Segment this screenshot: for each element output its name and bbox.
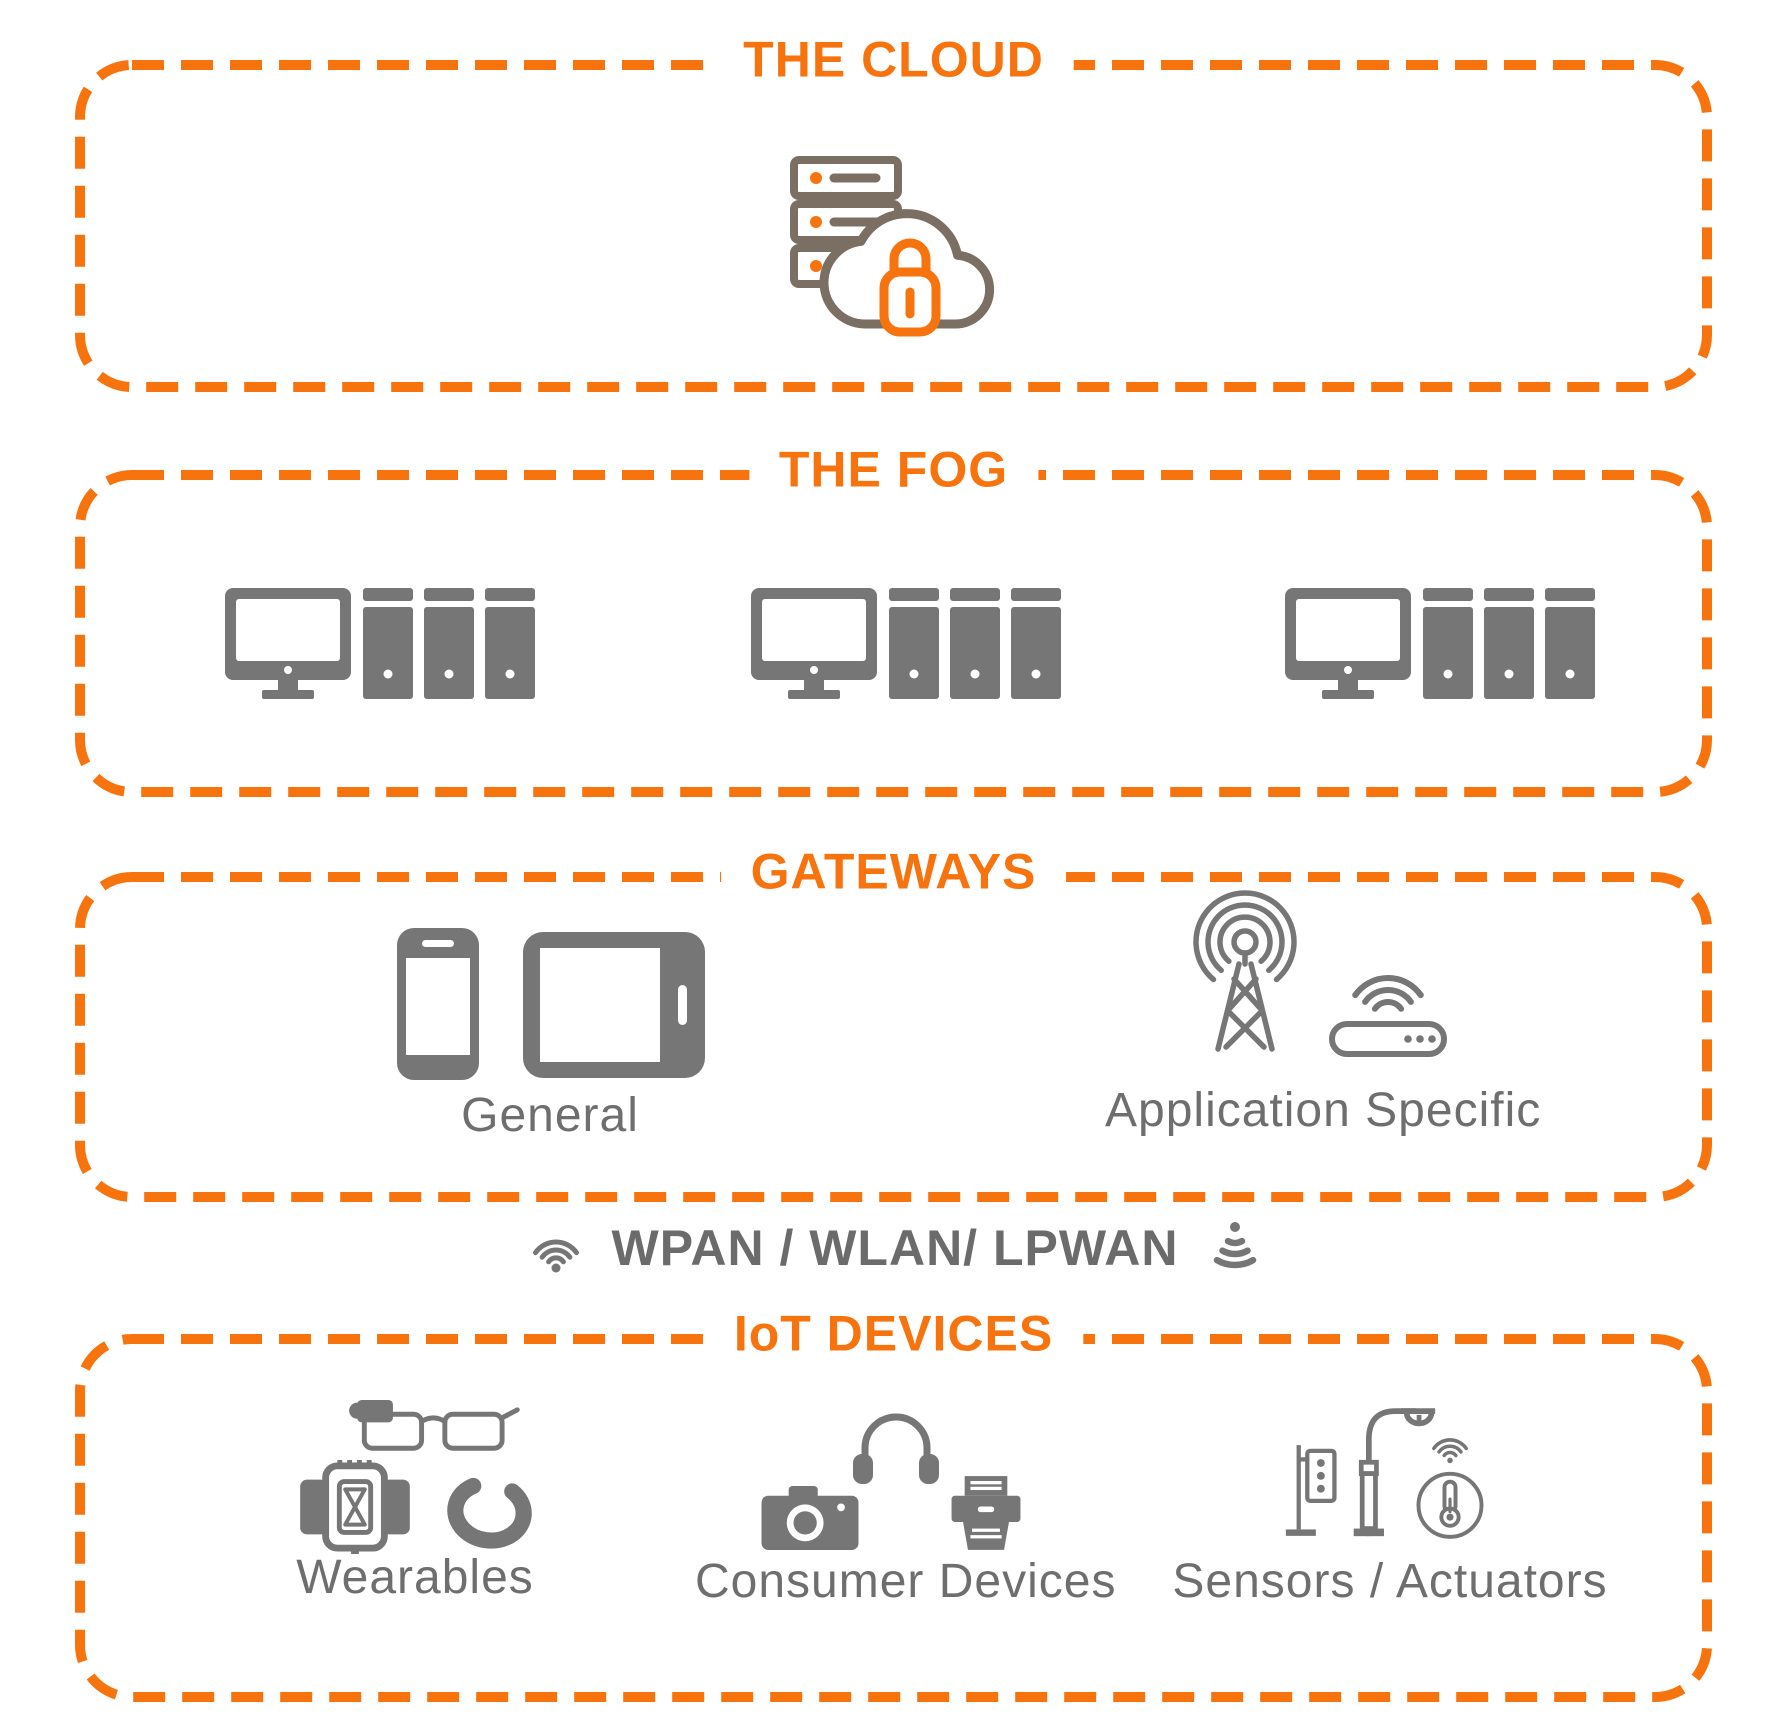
general-gateway-label: General [461, 1089, 639, 1142]
fog-layer: THE FOG [75, 442, 1712, 797]
gateways-layer: GATEWAYS General [75, 844, 1712, 1202]
workstation-icon [751, 588, 1071, 700]
network-label: WPAN / WLAN/ LPWAN [611, 1220, 1179, 1276]
gateways-layer-title: GATEWAYS [720, 844, 1067, 900]
wifi-icon [532, 1239, 579, 1273]
iot-devices-layer: IoT DEVICES [75, 1306, 1712, 1702]
fitness-band-icon [447, 1477, 532, 1549]
wifi-router-icon [1329, 975, 1447, 1057]
camera-icon [761, 1486, 859, 1550]
radio-tower-icon [1193, 890, 1297, 1052]
headphones-icon [853, 1413, 939, 1484]
server-cloud-lock-icon [790, 156, 995, 337]
sensors-actuators-label: Sensors / Actuators [1172, 1555, 1608, 1608]
smartwatch-icon [300, 1460, 410, 1554]
printer-icon [951, 1476, 1021, 1550]
application-specific-gateway-label: Application Specific [1105, 1084, 1542, 1137]
smartphone-icon [397, 928, 479, 1080]
cloud-layer: THE CLOUD [75, 32, 1712, 392]
workstation-icon [1285, 588, 1605, 700]
thermometer-wifi-icon [1416, 1438, 1484, 1539]
signal-beacon-icon [1213, 1222, 1256, 1269]
workstation-icon [225, 588, 545, 700]
iot-layer-title: IoT DEVICES [703, 1306, 1084, 1362]
wearables-label: Wearables [296, 1551, 534, 1604]
street-lamp-icon [1353, 1408, 1436, 1537]
cloud-layer-title: THE CLOUD [713, 32, 1074, 88]
traffic-signal-icon [1285, 1445, 1337, 1536]
tablet-icon [523, 932, 705, 1078]
gateways-layer-border [75, 872, 1712, 1202]
smart-glasses-icon [349, 1399, 520, 1451]
lock-icon [879, 238, 941, 337]
network-band: WPAN / WLAN/ LPWAN [0, 1220, 1790, 1276]
fog-layer-title: THE FOG [748, 442, 1039, 498]
consumer-devices-label: Consumer Devices [695, 1555, 1117, 1608]
